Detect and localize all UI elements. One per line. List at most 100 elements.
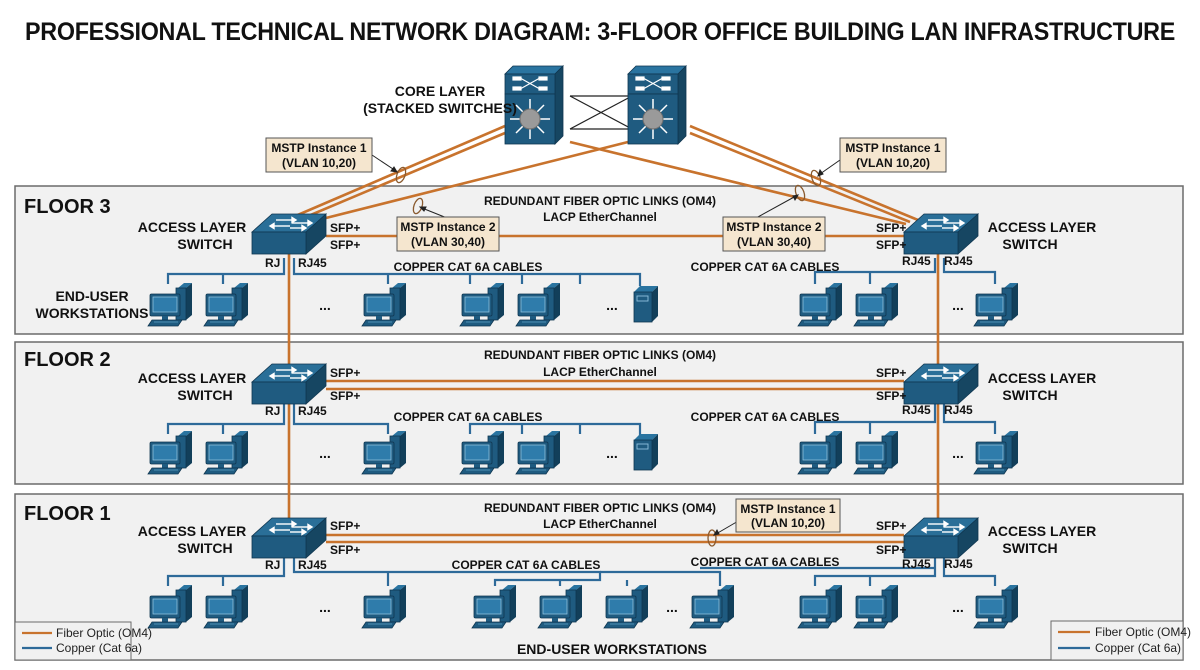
callout-line2: (VLAN 30,40) [737,235,811,249]
f3-copper-left-label: COPPER CAT 6A CABLES [394,260,543,274]
callout-line1: MSTP Instance 1 [845,141,940,155]
legend-right: Fiber Optic (OM4) Copper (Cat 6a) [1050,620,1191,661]
floor-3-label: FLOOR 3 [24,196,111,218]
f1-link-subtitle: LACP EtherChannel [543,517,657,531]
fiber-core2-f3right-b [689,131,911,224]
f1-right-rj45-right: RJ45 [944,557,973,571]
f3-copper-right-label: COPPER CAT 6A CABLES [691,260,840,274]
f3-workstations-label2: WORKSTATIONS [35,305,148,321]
callout-mstp1-right: MSTP Instance 1 (VLAN 10,20) [839,137,947,173]
legend-copper-label: Copper (Cat 6a) [1095,641,1181,655]
copper-f2-left-b [292,404,390,434]
callout-line2: (VLAN 10,20) [856,156,930,170]
diagram-title: PROFESSIONAL TECHNICAL NETWORK DIAGRAM: … [25,18,1175,46]
bundle-marker [395,166,407,184]
f3-right-sfp-top: SFP+ [876,221,906,235]
ellipsis: ... [319,445,331,461]
fiber-core1-f3left-a [285,124,506,222]
core-layer-label: CORE LAYER [395,83,486,99]
fiber-core2-f3right-a [689,124,919,222]
copper-f2-right-a [813,404,937,434]
fiber-core1-f3right [569,140,907,226]
f1-right-switch-label: ACCESS LAYER [988,523,1096,539]
ellipsis: ... [319,297,331,313]
f2-right-rj45-right: RJ45 [944,403,973,417]
f3-left-sfp-bottom: SFP+ [330,238,360,252]
ellipsis: ... [952,599,964,615]
f2-left-switch-label2: SWITCH [177,387,232,403]
copper-f2-left-a [166,404,286,434]
f1-right-rj45-left: RJ45 [902,557,931,571]
copper-f3-right-b [942,258,997,284]
f3-link-title: REDUNDANT FIBER OPTIC LINKS (OM4) [484,194,716,208]
f3-right-switch-label2: SWITCH [1002,236,1057,252]
f2-right-rj45-left: RJ45 [902,403,931,417]
f2-left-sfp-top: SFP+ [330,366,360,380]
callout-line1: MSTP Instance 2 [726,220,821,234]
copper-f3-left-b [292,258,582,284]
callout-mstp2-right: MSTP Instance 2 (VLAN 30,40) [722,216,826,252]
f1-right-switch-label2: SWITCH [1002,540,1057,556]
f3-right-rj45-right: RJ45 [944,254,973,268]
f2-right-switch-label2: SWITCH [1002,387,1057,403]
f2-left-switch-label: ACCESS LAYER [138,370,246,386]
callout-mstp1-left: MSTP Instance 1 (VLAN 10,20) [265,137,373,173]
fiber-core1-f3left-b [293,131,506,224]
ellipsis: ... [319,599,331,615]
ellipsis: ... [952,297,964,313]
f1-right-sfp-top: SFP+ [876,519,906,533]
ellipsis: ... [666,599,678,615]
f3-left-switch-label: ACCESS LAYER [138,219,246,235]
f3-left-sfp-top: SFP+ [330,221,360,235]
f3-right-sfp-bottom: SFP+ [876,238,906,252]
callout-mstp1-floor1: MSTP Instance 1 (VLAN 10,20) [735,498,841,533]
copper-f3-left-a [166,258,286,284]
core-stack-links [569,95,633,130]
bundle-marker [707,529,717,547]
legend-fiber-label: Fiber Optic (OM4) [1095,625,1191,639]
floor-1-label: FLOOR 1 [24,503,111,525]
f1-right-sfp-bottom: SFP+ [876,543,906,557]
f2-link-title: REDUNDANT FIBER OPTIC LINKS (OM4) [484,348,716,362]
f3-link-subtitle: LACP EtherChannel [543,210,657,224]
callout-line2: (VLAN 30,40) [411,235,485,249]
floor-2-label: FLOOR 2 [24,349,111,371]
server-icon [633,433,659,471]
f3-left-switch-label2: SWITCH [177,236,232,252]
f2-right-sfp-bottom: SFP+ [876,389,906,403]
ellipsis: ... [606,297,618,313]
copper-f3-right-a [813,258,937,284]
copper-f1-right-b [942,558,997,586]
f1-left-sfp-top: SFP+ [330,519,360,533]
callout-line2: (VLAN 10,20) [282,156,356,170]
f2-left-sfp-bottom: SFP+ [330,389,360,403]
f1-copper-right-label: COPPER CAT 6A CABLES [691,555,840,569]
floor-2-workstations: ... ... ... [147,430,1019,475]
copper-f2-mid [468,422,642,436]
server-icon [633,285,659,323]
floor-1-workstations: ... ... ... [147,584,1019,629]
f1-left-rj45: RJ45 [298,558,327,572]
f2-left-rj: RJ [265,404,280,418]
f3-workstations-label: END-USER [55,288,128,304]
ellipsis: ... [952,445,964,461]
legend-left: Fiber Optic (OM4) Copper (Cat 6a) [14,621,152,661]
copper-f3-left-c [468,272,642,286]
f1-left-switch-label: ACCESS LAYER [138,523,246,539]
f2-copper-right-label: COPPER CAT 6A CABLES [691,410,840,424]
ellipsis: ... [606,445,618,461]
f2-right-sfp-top: SFP+ [876,366,906,380]
callout-line1: MSTP Instance 2 [400,220,495,234]
f3-right-rj45-left: RJ45 [902,254,931,268]
callout-line1: MSTP Instance 1 [740,502,835,516]
copper-f1-left-b [292,558,629,586]
f1-link-title: REDUNDANT FIBER OPTIC LINKS (OM4) [484,501,716,515]
callout-line2: (VLAN 10,20) [751,516,825,530]
floor-3-workstations: ... ... ... [147,282,1019,327]
f1-left-switch-label2: SWITCH [177,540,232,556]
callout-line1: MSTP Instance 1 [271,141,366,155]
f2-copper-left-label: COPPER CAT 6A CABLES [394,410,543,424]
f3-left-rj45: RJ45 [298,256,327,270]
f1-workstations-label: END-USER WORKSTATIONS [517,641,707,657]
